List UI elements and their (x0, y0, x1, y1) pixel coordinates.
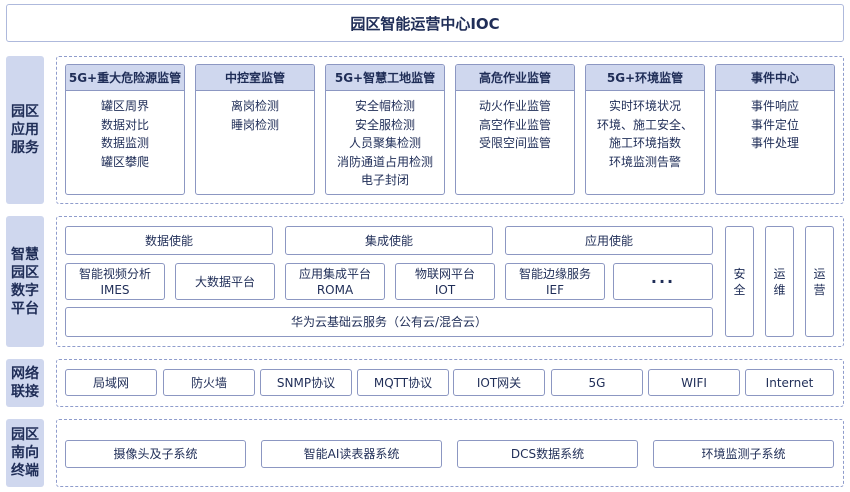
module-app-integration: 应用集成平台 ROMA (285, 263, 385, 300)
row-label-network: 网络联接 (6, 359, 44, 407)
module-iot-platform: 物联网平台 IOT (395, 263, 495, 300)
enabler-data: 数据使能 (65, 226, 273, 255)
terminal-camera: 摄像头及子系统 (65, 440, 246, 468)
app-service-item: 人员聚集检测 (348, 136, 421, 150)
network-5g: 5G (551, 369, 643, 396)
enabler-integration: 集成使能 (285, 226, 493, 255)
app-service-item: 安全帽检测 (354, 99, 415, 113)
terminal-dcs: DCS数据系统 (457, 440, 638, 468)
row-label-terminal: 园区南向终端 (6, 419, 44, 487)
app-service-hazard-source: 5G+重大危险源监管 罐区周界 数据对比 数据监测 罐区攀爬 (65, 64, 185, 195)
app-service-item: 离岗检测 (230, 99, 279, 113)
row-label-platform: 智慧园区数字平台 (6, 216, 44, 347)
app-service-control-room: 中控室监管 离岗检测 睡岗检测 (195, 64, 315, 195)
side-operations-maintenance: 运维 (765, 226, 794, 337)
side-operations: 运营 (805, 226, 834, 337)
app-service-item: 动火作业监管 (478, 99, 551, 113)
app-service-title: 事件中心 (716, 65, 834, 91)
module-video-analysis: 智能视频分析 IMES (65, 263, 165, 300)
app-services-panel (56, 56, 844, 204)
app-service-item: 高空作业监管 (478, 117, 551, 132)
network-lan: 局域网 (65, 369, 157, 396)
base-cloud-service: 华为云基础云服务（公有云/混合云） (65, 307, 713, 337)
page-title: 园区智能运营中心IOC (6, 4, 844, 42)
module-edge-service: 智能边缘服务 IEF (505, 263, 605, 300)
app-service-title: 5G+智慧工地监管 (326, 65, 444, 91)
app-service-item: 罐区周界 (100, 99, 149, 113)
app-service-item: 罐区攀爬 (100, 154, 149, 169)
network-internet: Internet (745, 369, 834, 396)
app-service-item: 实时环境状况 (608, 99, 681, 113)
app-service-item: 数据对比 (100, 117, 149, 132)
network-snmp: SNMP协议 (260, 369, 352, 396)
terminal-env-monitoring: 环境监测子系统 (653, 440, 834, 468)
network-firewall: 防火墙 (163, 369, 255, 396)
enabler-application: 应用使能 (505, 226, 713, 255)
app-service-item: 受限空间监管 (478, 136, 551, 150)
app-service-item: 睡岗检测 (230, 117, 279, 132)
network-mqtt: MQTT协议 (357, 369, 449, 396)
app-service-item: 安全服检测 (354, 117, 415, 132)
app-service-title: 高危作业监管 (456, 65, 574, 91)
network-iot-gateway: IOT网关 (453, 369, 545, 396)
app-service-item: 事件定位 (750, 117, 799, 132)
row-label-app: 园区应用服务 (6, 56, 44, 204)
app-service-title: 中控室监管 (196, 65, 314, 91)
app-service-environment: 5G+环境监管 实时环境状况 环境、施工安全、 施工环境指数 环境监测告警 (585, 64, 705, 195)
app-service-event-center: 事件中心 事件响应 事件定位 事件处理 (715, 64, 835, 195)
network-wifi: WIFI (648, 369, 740, 396)
app-service-title: 5G+重大危险源监管 (66, 65, 184, 91)
module-more: ··· (613, 263, 713, 300)
app-service-item: 施工环境指数 (608, 136, 681, 150)
app-service-item: 数据监测 (100, 136, 149, 150)
app-service-item: 事件处理 (750, 136, 799, 150)
app-service-high-risk-work: 高危作业监管 动火作业监管 高空作业监管 受限空间监管 (455, 64, 575, 195)
app-service-item: 事件响应 (750, 99, 799, 113)
module-big-data: 大数据平台 (175, 263, 275, 300)
app-service-item: 环境、施工安全、 (596, 117, 693, 132)
app-service-item: 电子封闭 (360, 173, 409, 187)
side-security: 安全 (725, 226, 754, 337)
app-service-item: 消防通道占用检测 (336, 154, 433, 169)
app-service-title: 5G+环境监管 (586, 65, 704, 91)
terminal-ai-meter: 智能AI读表器系统 (261, 440, 442, 468)
app-service-smart-site: 5G+智慧工地监管 安全帽检测 安全服检测 人员聚集检测 消防通道占用检测 电子… (325, 64, 445, 195)
app-service-item: 环境监测告警 (608, 154, 681, 169)
